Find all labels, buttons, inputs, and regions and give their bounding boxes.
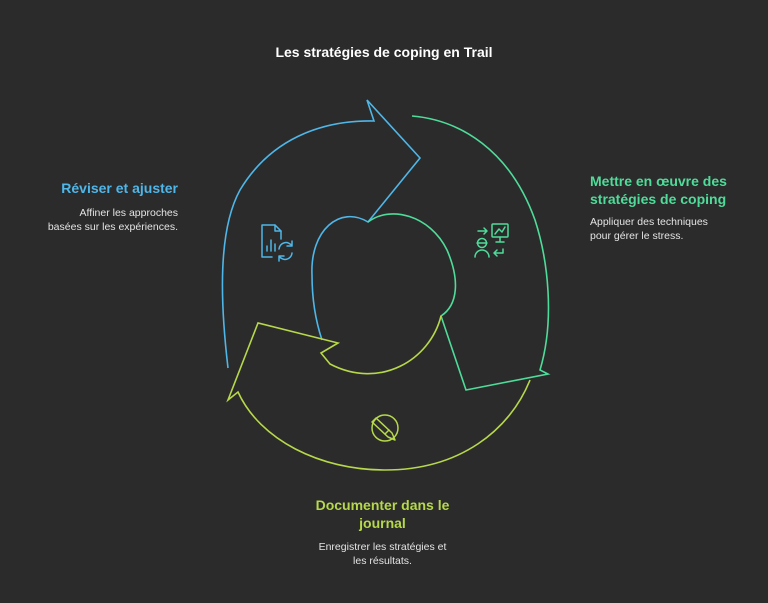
step-review-description: Affiner les approches basées sur les exp… [20,206,178,234]
description-line: Appliquer des techniques [590,216,708,228]
diagram-title: Les stratégies de coping en Trail [275,44,493,60]
description-line: Affiner les approches [79,207,178,219]
step-journal-heading: Documenter dans le journal [290,496,475,532]
cycle-segment-blue [221,99,422,369]
heading-line: stratégies de coping [590,191,727,207]
step-implement-heading: Mettre en œuvre des stratégies de coping [590,172,760,208]
step-review-heading: Réviser et ajuster [20,179,178,197]
heading-line: Documenter dans le [315,497,450,513]
description-line: pour gérer le stress. [590,230,684,242]
cycle-segment-lime [226,315,531,471]
heading-line: Mettre en œuvre des [590,173,727,189]
description-line: basées sur les expériences. [47,221,178,233]
heading-line: Réviser et ajuster [61,180,178,196]
description-line: les résultats. [353,555,412,567]
cycle-segment-green [367,115,551,391]
step-implement-description: Appliquer des techniques pour gérer le s… [590,215,760,243]
person-presentation-icon [474,223,509,258]
pencil-circle-icon [371,414,399,442]
step-journal-description: Enregistrer les stratégies et les résult… [290,540,475,568]
description-line: Enregistrer les stratégies et [318,541,447,553]
report-refresh-icon [261,224,293,262]
heading-line: journal [359,515,406,531]
